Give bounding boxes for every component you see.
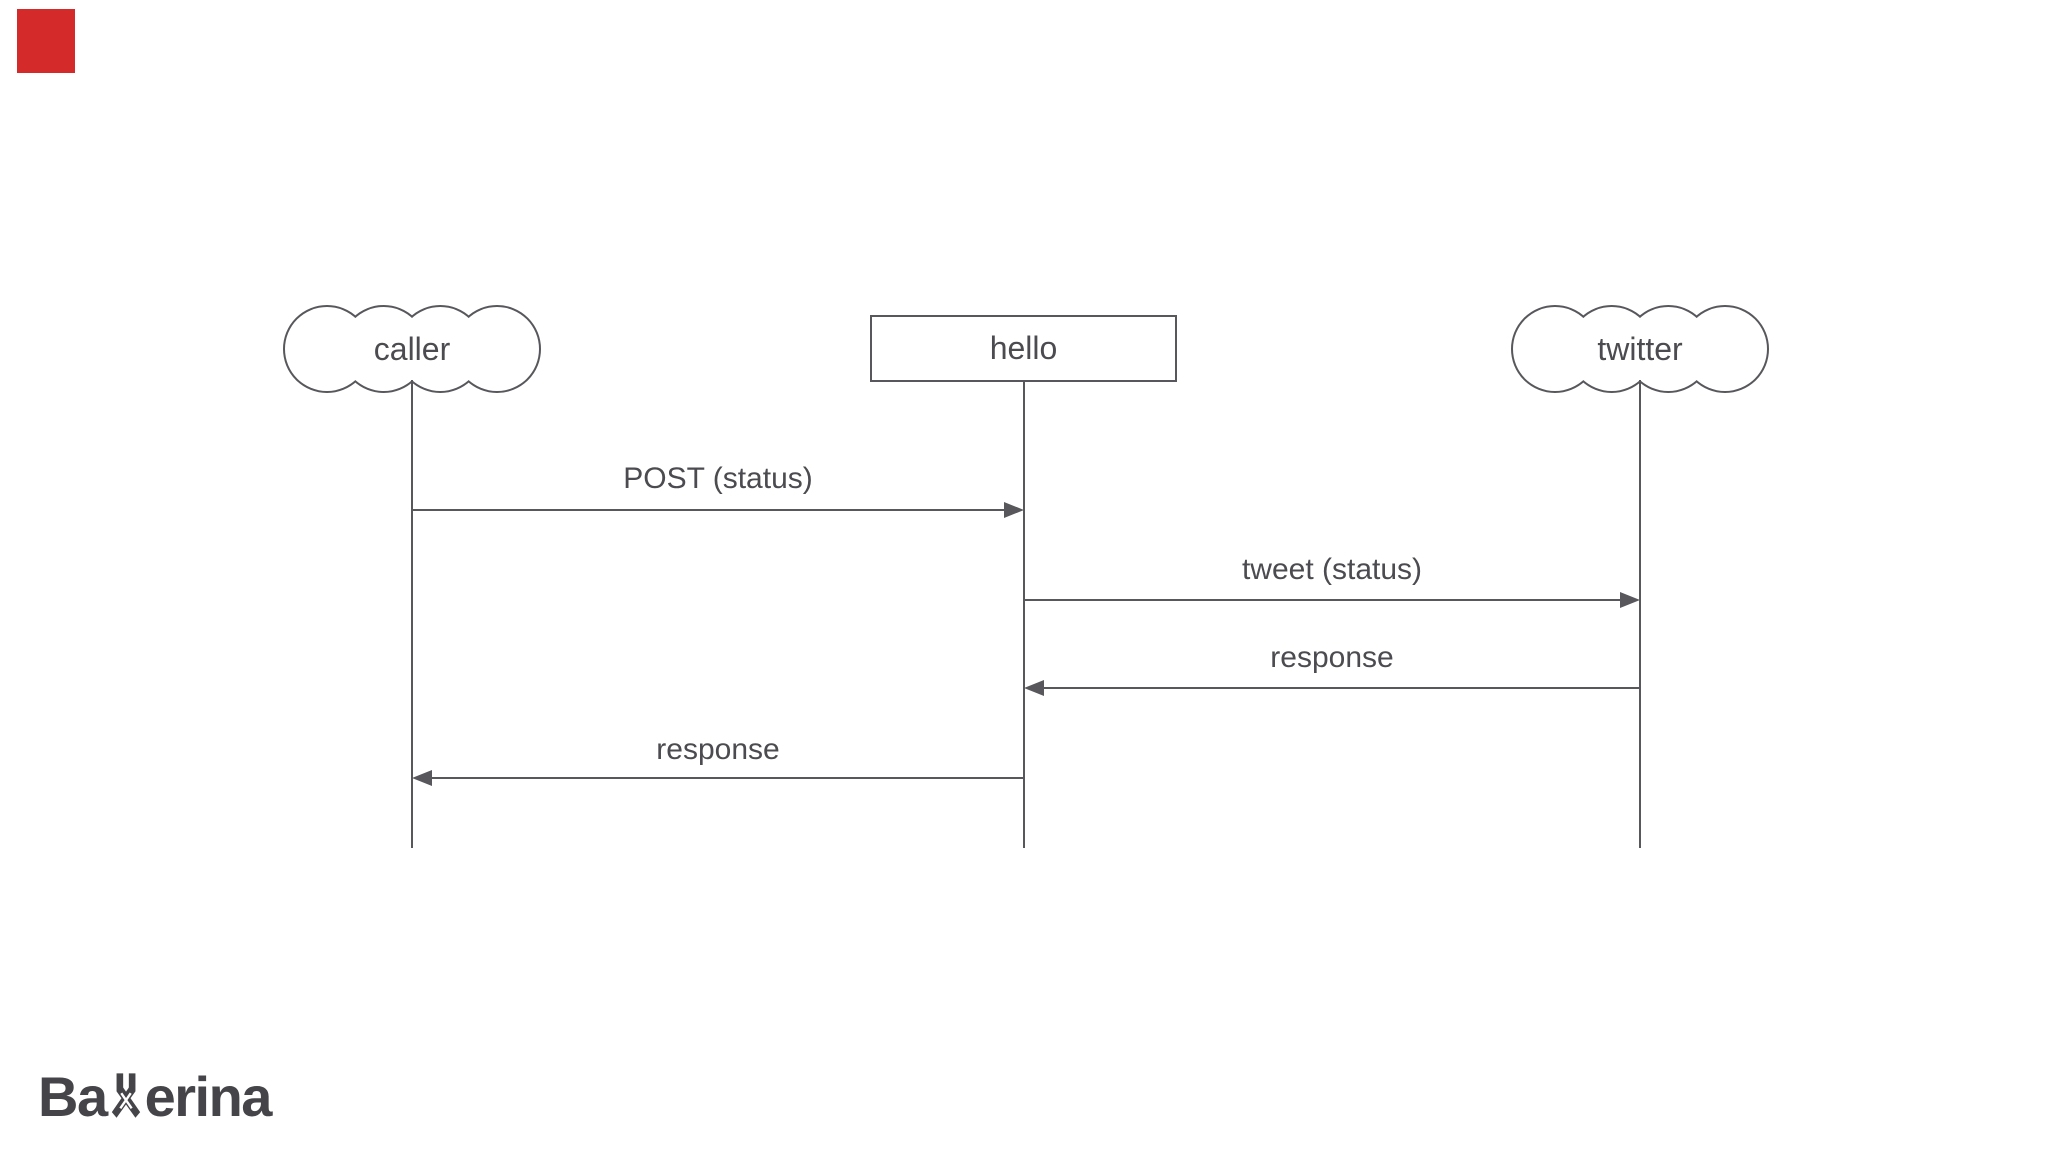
message-response-caller-label: response bbox=[656, 733, 780, 766]
ballerina-logo: Ba erina bbox=[38, 1064, 273, 1129]
message-response-caller-line bbox=[430, 777, 1024, 779]
arrowhead-left-icon bbox=[1024, 680, 1044, 696]
crossed-ballet-legs-icon bbox=[111, 1073, 140, 1118]
red-marker bbox=[17, 9, 75, 73]
participant-caller-label: caller bbox=[373, 331, 451, 367]
lifeline-hello bbox=[1023, 382, 1025, 848]
message-post-status-label: POST (status) bbox=[623, 462, 813, 495]
arrowhead-right-icon bbox=[1620, 592, 1640, 608]
message-response-twitter-label: response bbox=[1270, 641, 1394, 674]
arrowhead-left-icon bbox=[412, 770, 432, 786]
arrowhead-right-icon bbox=[1004, 502, 1024, 518]
logo-text-ba: Ba bbox=[38, 1065, 108, 1128]
lifeline-twitter bbox=[1639, 380, 1641, 848]
logo-text-erina: erina bbox=[144, 1065, 273, 1128]
lifeline-caller bbox=[411, 380, 413, 848]
message-tweet-status-line bbox=[1024, 599, 1622, 601]
participant-twitter-label: twitter bbox=[1597, 331, 1683, 367]
caller-cloud-icon bbox=[283, 305, 541, 393]
message-tweet-status-label: tweet (status) bbox=[1241, 553, 1423, 586]
participant-hello-box: hello bbox=[870, 315, 1177, 382]
message-post-status-line bbox=[412, 509, 1006, 511]
twitter-cloud-icon bbox=[1511, 305, 1769, 393]
message-response-twitter-line bbox=[1042, 687, 1640, 689]
